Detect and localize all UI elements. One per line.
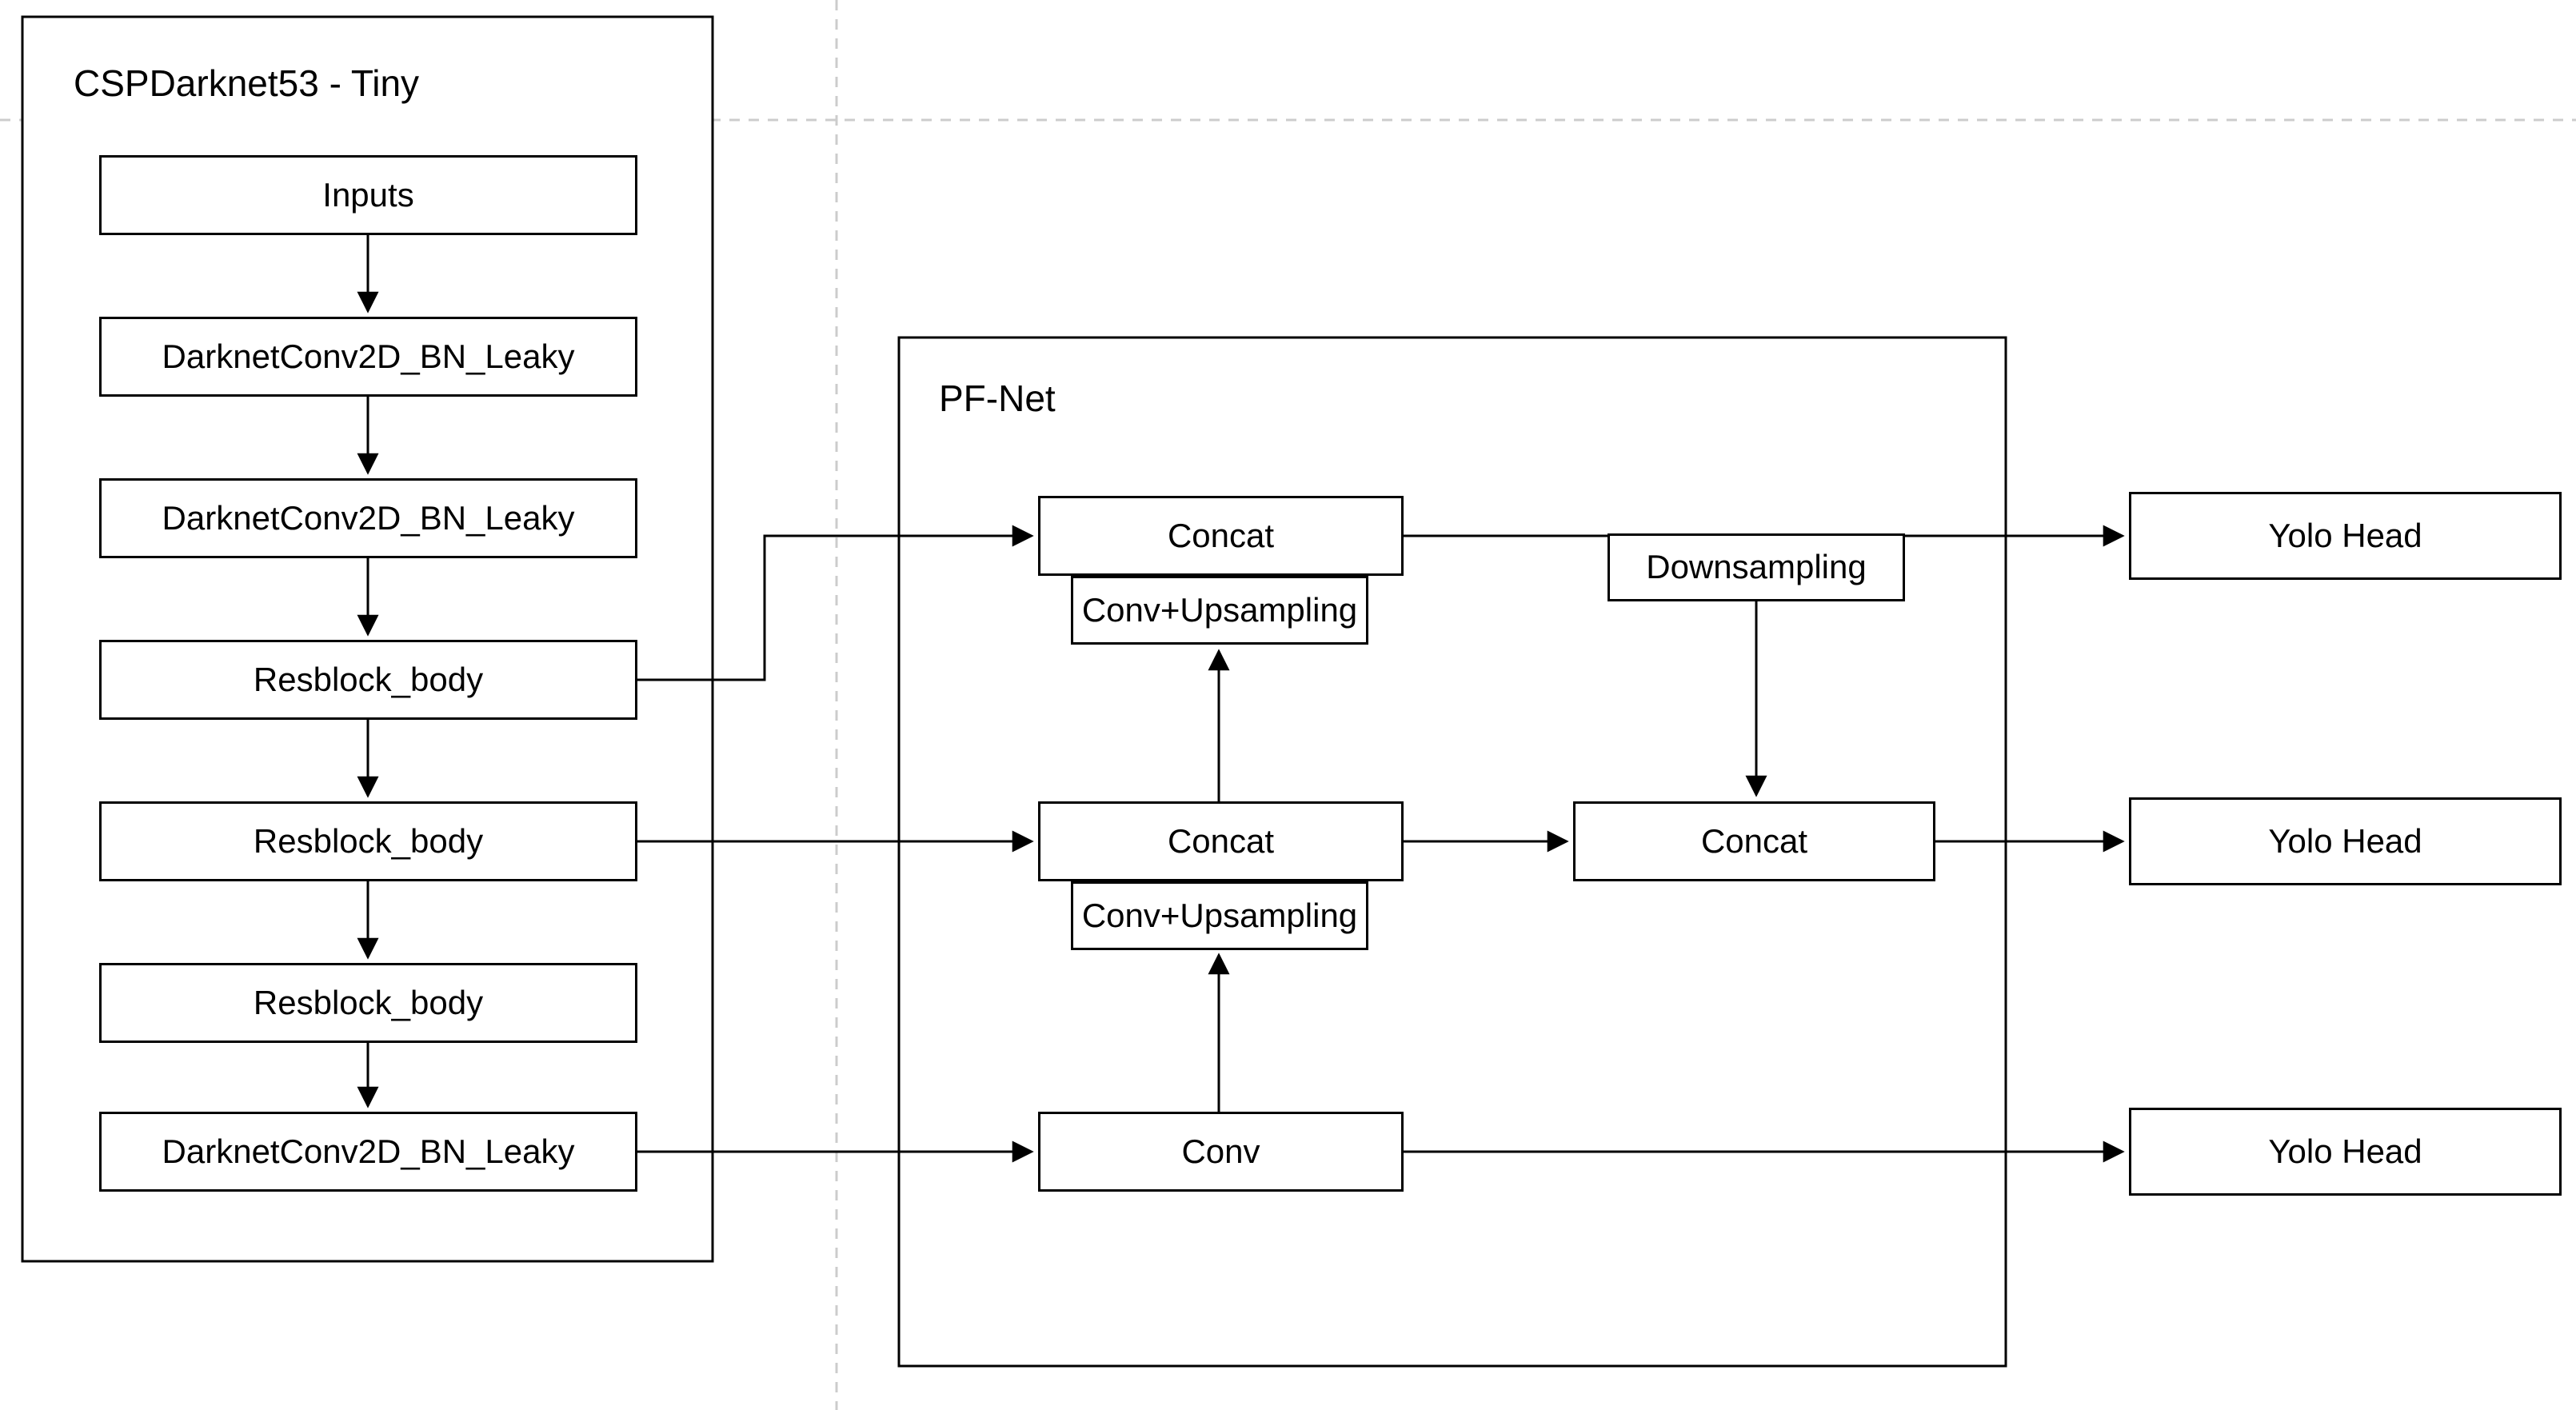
node-inputs: Inputs — [99, 155, 637, 235]
node-concat-top: Concat — [1038, 496, 1404, 576]
node-conv-upsampling-bottom: Conv+Upsampling — [1071, 881, 1368, 950]
node-darknetconv2d-bn-leaky-2: DarknetConv2D_BN_Leaky — [99, 478, 637, 558]
node-conv: Conv — [1038, 1112, 1404, 1192]
backbone-title: CSPDarknet53 - Tiny — [74, 62, 420, 104]
node-conv-upsampling-top: Conv+Upsampling — [1071, 576, 1368, 645]
node-concat-right: Concat — [1573, 801, 1935, 881]
node-resblock-body-1: Resblock_body — [99, 640, 637, 720]
node-darknetconv2d-bn-leaky-1: DarknetConv2D_BN_Leaky — [99, 317, 637, 397]
node-darknetconv2d-bn-leaky-3: DarknetConv2D_BN_Leaky — [99, 1112, 637, 1192]
pfnet-title: PF-Net — [939, 377, 1056, 419]
node-downsampling: Downsampling — [1608, 533, 1905, 601]
arrow-resblock1-to-concat-top — [637, 525, 1034, 681]
node-yolo-head-middle: Yolo Head — [2129, 797, 2562, 885]
node-resblock-body-2: Resblock_body — [99, 801, 637, 881]
node-resblock-body-3: Resblock_body — [99, 963, 637, 1043]
node-concat-mid: Concat — [1038, 801, 1404, 881]
node-yolo-head-bottom: Yolo Head — [2129, 1108, 2562, 1196]
node-yolo-head-top: Yolo Head — [2129, 492, 2562, 580]
